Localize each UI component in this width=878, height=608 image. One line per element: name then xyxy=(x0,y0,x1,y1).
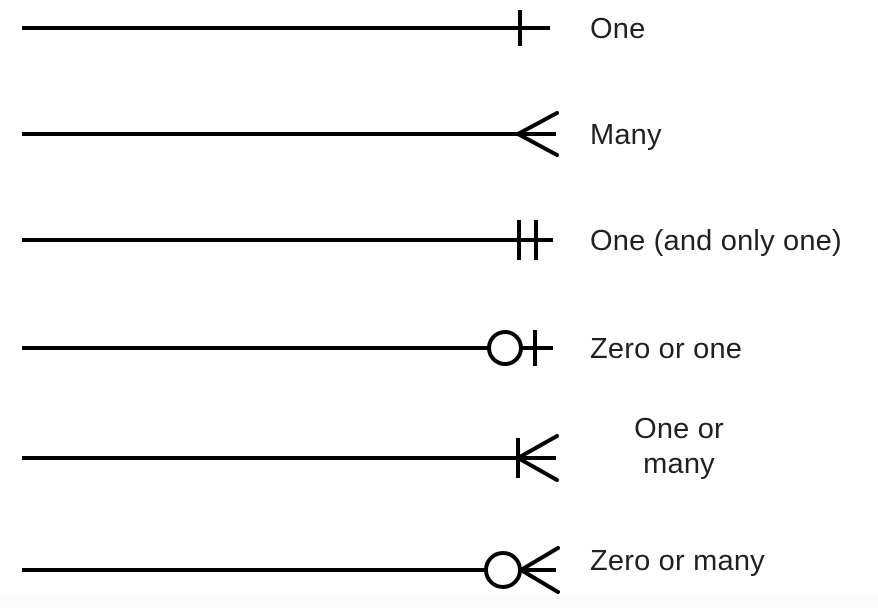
notation-label-one-and-only-one: One (and only one) xyxy=(590,225,842,257)
notation-row-one-and-only-one xyxy=(22,220,553,260)
notation-label-one: One xyxy=(590,13,646,45)
notation-label-one-or-many: One or many xyxy=(634,413,724,481)
crowsfoot-upper-prong xyxy=(519,546,560,572)
notation-label-zero-or-many: Zero or many xyxy=(590,545,765,577)
crowsfoot-lower-prong xyxy=(516,132,559,157)
notation-row-one-or-many xyxy=(22,434,559,482)
zero-circle xyxy=(487,330,523,366)
zero-circle xyxy=(484,551,522,589)
notation-row-one xyxy=(22,10,550,46)
bottom-edge-strip xyxy=(0,595,878,608)
notation-label-many: Many xyxy=(590,119,662,151)
crowsfoot-upper-prong xyxy=(516,111,559,136)
notation-label-zero-or-one: Zero or one xyxy=(590,333,743,365)
crowsfoot-lower-prong xyxy=(519,568,560,594)
crowsfoot-upper-prong xyxy=(516,434,559,460)
notation-row-many xyxy=(22,111,559,157)
notation-row-zero-or-one xyxy=(22,330,553,366)
crowsfoot-lower-prong xyxy=(516,456,559,482)
notation-row-zero-or-many xyxy=(22,546,560,594)
